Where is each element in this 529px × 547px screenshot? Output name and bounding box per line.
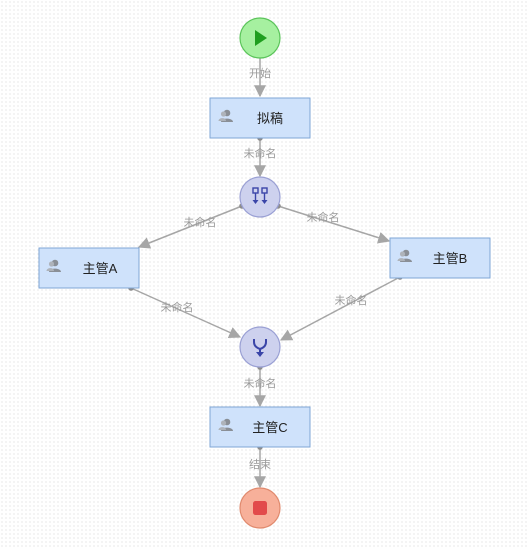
start-node[interactable] — [239, 17, 281, 59]
edge-fork-a[interactable]: 未命名 — [137, 203, 245, 249]
task-manager-a[interactable]: 主管A — [38, 247, 140, 289]
task-label: 主管C — [252, 420, 287, 435]
edge-label-fork-b: 未命名 — [307, 210, 340, 224]
edge-label-end: 结束 — [249, 458, 271, 471]
task-manager-c[interactable]: 主管C — [209, 406, 311, 448]
task-draft[interactable]: 拟稿 — [209, 97, 311, 139]
edge-label-join-c: 未命名 — [244, 376, 277, 390]
end-node[interactable] — [239, 487, 281, 529]
task-label: 主管A — [83, 261, 118, 276]
edge-label-start: 开始 — [249, 66, 271, 80]
edge-c-end[interactable]: 结束 — [249, 444, 271, 489]
play-icon — [255, 30, 267, 46]
edge-draft-fork[interactable]: 未命名 — [244, 135, 277, 178]
task-manager-b[interactable]: 主管B — [389, 237, 491, 279]
edge-a-join[interactable]: 未命名 — [128, 285, 242, 339]
fork-gateway[interactable] — [239, 176, 281, 218]
edge-label-a-join: 未命名 — [161, 300, 194, 314]
stop-icon — [253, 501, 267, 515]
edge-fork-b[interactable]: 未命名 — [275, 203, 391, 244]
edge-label-fork-a: 未命名 — [184, 215, 217, 229]
join-gateway-icon — [253, 339, 267, 357]
edge-label-b-join: 未命名 — [335, 293, 368, 307]
edge-start-draft[interactable]: 开始 — [249, 58, 271, 98]
fork-gateway-icon — [252, 187, 268, 204]
join-gateway[interactable] — [239, 326, 281, 368]
task-label: 拟稿 — [257, 111, 283, 126]
edge-join-c[interactable]: 未命名 — [244, 364, 277, 408]
edge-b-join[interactable]: 未命名 — [279, 274, 403, 341]
task-label: 主管B — [433, 251, 468, 266]
edge-label-draft-fork: 未命名 — [244, 146, 277, 160]
